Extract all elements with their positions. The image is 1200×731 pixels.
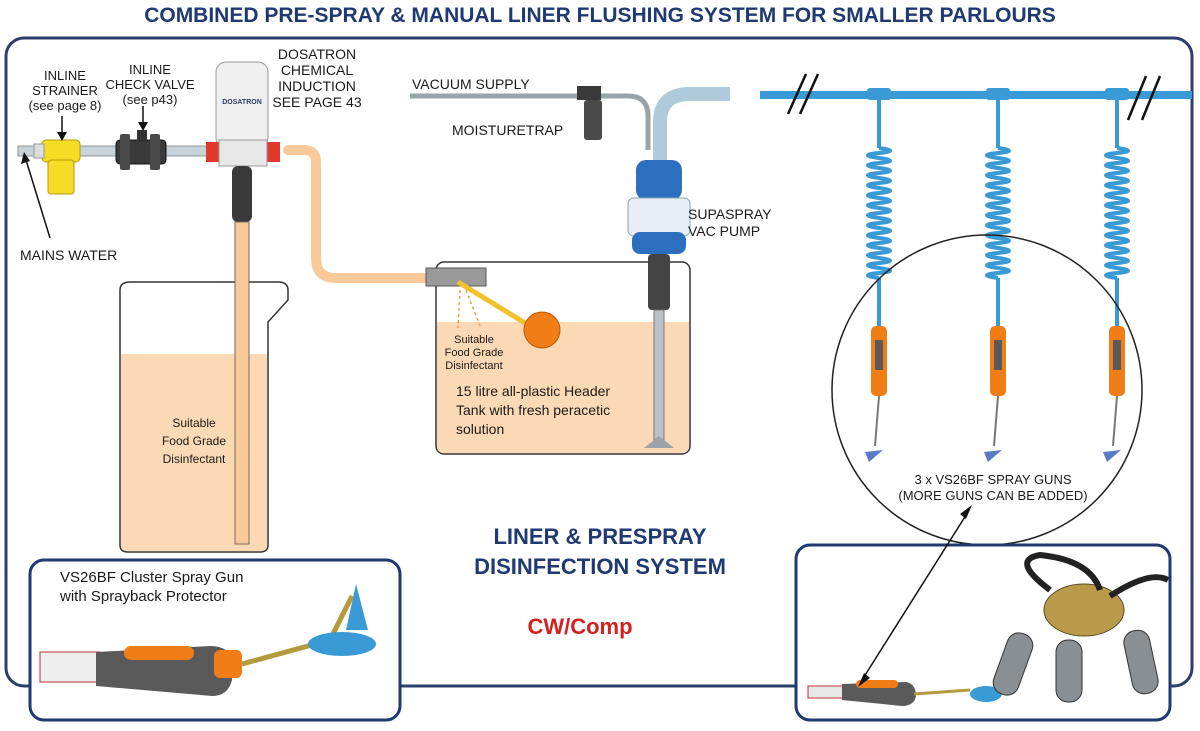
strainer-pointer-head (57, 132, 67, 141)
supaspray-label: SUPASPRAY VAC PUMP (688, 206, 772, 240)
inline-strainer (33, 139, 81, 195)
tee-fitting (986, 88, 1010, 100)
diagram-frame (4, 36, 1194, 688)
spray-gun-grip (994, 340, 1002, 370)
header-tank-line-3: solution (456, 421, 505, 437)
page-title: COMBINED PRE-SPRAY & MANUAL LINER FLUSHI… (144, 4, 1056, 27)
container-disinfectant-label: Suitable Food Grade Disinfectant (136, 414, 252, 468)
moisture-trap (577, 86, 602, 140)
inline-strainer-label-line-3: (see page 8) (28, 98, 102, 113)
tee-fitting (1105, 88, 1129, 100)
reference-code: CW/Comp (527, 614, 633, 639)
vacuum-supply-line (410, 93, 651, 150)
header-tank-line-1: 15 litre all-plastic Header (456, 383, 611, 399)
hose-drop-1 (865, 88, 892, 462)
container-disinfectant-line-3: Disinfectant (162, 452, 226, 466)
hose-drop-2 (984, 88, 1011, 462)
inline-strainer-label-line-1: INLINE (44, 68, 86, 83)
check-valve-pointer-head (138, 122, 148, 131)
spray-gun-nozzle (993, 395, 999, 447)
cluster-gun-line-2: with Sprayback Protector (60, 588, 227, 605)
system-name: LINER & PRESPRAY DISINFECTION SYSTEM (440, 522, 760, 582)
container-disinfectant-line-2: Food Grade (161, 434, 227, 448)
tank-disinfectant-line-3: Disinfectant (445, 360, 503, 372)
dosatron-label-line-1: DOSATRON (277, 46, 357, 62)
spray-gun-protector (865, 450, 883, 462)
dosatron-label-line-3: INDUCTION (278, 78, 356, 94)
mains-water-pointer-head (21, 152, 30, 164)
cluster-gun-line-1: VS26BF Cluster Spray Gun (60, 569, 244, 586)
coiled-hose (866, 146, 892, 280)
dosatron-unit: DOSATRON (206, 61, 280, 222)
dosatron-label: DOSATRON CHEMICAL INDUCTION SEE PAGE 43 (262, 46, 372, 110)
spray-guns-line-2: (MORE GUNS CAN BE ADDED) (898, 488, 1088, 503)
system-name-line-1: LINER & PRESPRAY (493, 524, 707, 549)
check-valve-label: INLINE CHECK VALVE (see p43) (100, 62, 200, 107)
callout-arrow (858, 505, 972, 687)
header-tank-label: 15 litre all-plastic Header Tank with fr… (456, 382, 610, 439)
hose-drop-3 (1103, 88, 1130, 462)
mains-water-pointer (25, 159, 51, 239)
check-valve (115, 130, 167, 170)
milking-cluster-callout (794, 543, 1172, 722)
air-tube (653, 87, 730, 160)
moisture-trap-label: MOISTURETRAP (452, 122, 564, 138)
header-tank-line-2: Tank with fresh peracetic (456, 402, 611, 418)
check-valve-label-line-1: INLINE (129, 62, 171, 77)
spray-gun-grip (1113, 340, 1121, 370)
container-disinfectant-line-1: Suitable (172, 416, 216, 430)
cluster-gun-callout (28, 558, 402, 722)
dosatron-logo: DOSATRON (222, 99, 262, 106)
spray-guns-label: 3 x VS26BF SPRAY GUNS (MORE GUNS CAN BE … (858, 472, 1128, 504)
dosatron-label-line-2: CHEMICAL (280, 62, 354, 78)
supaspray-pump (627, 160, 691, 448)
tank-disinfectant-line-1: Suitable (454, 334, 494, 346)
tee-fitting (867, 88, 891, 100)
chemical-supply-tube (283, 145, 433, 283)
coiled-hose (985, 146, 1011, 280)
check-valve-label-line-2: CHECK VALVE (105, 77, 195, 92)
spray-gun-grip (875, 340, 883, 370)
spray-gun-nozzle (874, 395, 880, 447)
suction-tube (234, 221, 250, 545)
inline-strainer-label-line-2: STRAINER (32, 83, 98, 98)
cluster-gun-label: VS26BF Cluster Spray Gun with Sprayback … (60, 568, 243, 606)
spray-gun-nozzle (1112, 395, 1118, 447)
coiled-hose (1104, 146, 1130, 280)
supaspray-label-line-1: SUPASPRAY (688, 206, 772, 222)
dosatron-label-line-4: SEE PAGE 43 (272, 94, 362, 110)
spray-gun-protector (1103, 450, 1121, 462)
check-valve-label-line-3: (see p43) (122, 92, 178, 107)
vacuum-supply-label: VACUUM SUPPLY (412, 76, 530, 92)
inline-strainer-label: INLINE STRAINER (see page 8) (20, 68, 110, 113)
supaspray-label-line-2: VAC PUMP (688, 223, 761, 239)
blue-supply-main (760, 73, 1192, 121)
float-valve (425, 267, 561, 349)
spray-guns-line-1: 3 x VS26BF SPRAY GUNS (914, 472, 1072, 487)
tank-disinfectant-line-2: Food Grade (444, 347, 504, 359)
system-name-line-2: DISINFECTION SYSTEM (474, 554, 726, 579)
mains-water-label: MAINS WATER (20, 247, 118, 263)
spray-gun-protector (984, 450, 1002, 462)
tank-disinfectant-label: Suitable Food Grade Disinfectant (430, 334, 518, 373)
